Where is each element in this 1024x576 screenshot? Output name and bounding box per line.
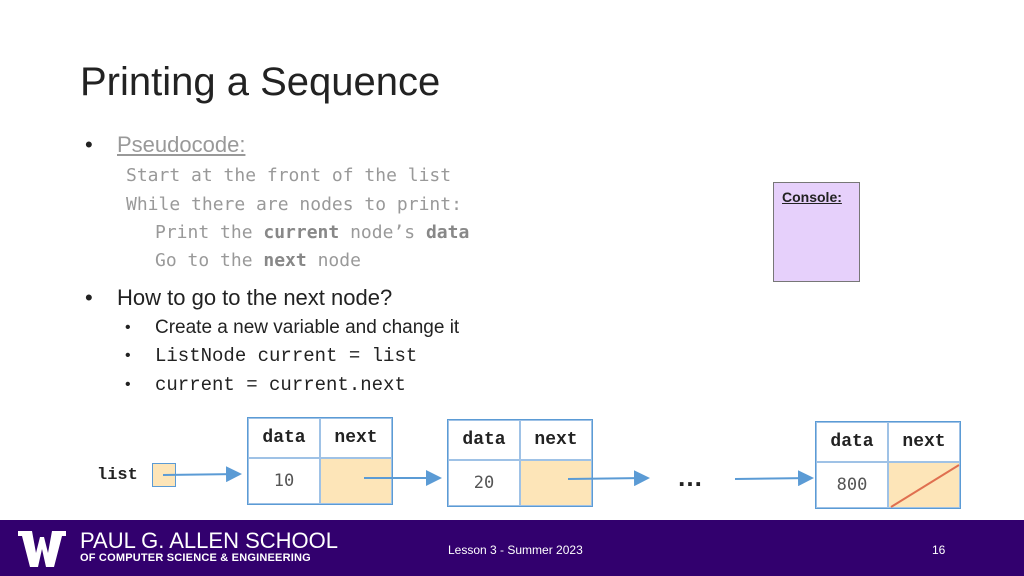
- arrows-layer: [162, 466, 814, 487]
- next-node-question: How to go to the next node?: [117, 285, 393, 310]
- sub-bullet-2: •ListNode current = list: [125, 345, 418, 367]
- code-line-2: While there are nodes to print:: [126, 194, 462, 215]
- bullet-pseudocode: • Pseudocode:: [85, 132, 246, 157]
- node-next-pointer: [320, 458, 392, 504]
- node-data-header: data: [448, 420, 520, 460]
- sub-bullet-3: •current = current.next: [125, 374, 406, 396]
- list-node-last: data next 800: [815, 421, 961, 509]
- pseudocode-label: Pseudocode:: [117, 132, 246, 157]
- arrow-node2-to-more: [567, 470, 650, 487]
- footer-bar: [0, 520, 1024, 576]
- lesson-footer: Lesson 3 - Summer 2023: [448, 543, 583, 557]
- console-label: Console:: [782, 189, 842, 205]
- node-data-header: data: [248, 418, 320, 458]
- null-pointer: [888, 462, 960, 508]
- node-value: 20: [448, 460, 520, 506]
- node-next-header: next: [888, 422, 960, 462]
- arrow-more-to-last: [734, 470, 814, 487]
- console-box: Console:: [773, 182, 860, 282]
- page-number: 16: [932, 543, 946, 557]
- arrow-list-to-node1: [162, 466, 242, 483]
- list-node-2: data next 20: [447, 419, 593, 507]
- sub-bullet-1: •Create a new variable and change it: [125, 317, 460, 338]
- list-variable-label: list: [97, 466, 138, 485]
- node-next-header: next: [520, 420, 592, 460]
- node-value: 10: [248, 458, 320, 504]
- ellipsis: …: [677, 462, 703, 492]
- code-line-3: Print the current node’s data: [155, 222, 470, 243]
- node-value: 800: [816, 462, 888, 508]
- code-line-4: Go to the next node: [155, 250, 361, 271]
- node-next-header: next: [320, 418, 392, 458]
- node-next-pointer: [520, 460, 592, 506]
- slide-title: Printing a Sequence: [80, 60, 441, 104]
- code-line-1: Start at the front of the list: [126, 165, 452, 186]
- school-department: OF COMPUTER SCIENCE & ENGINEERING: [80, 552, 311, 564]
- uw-logo-icon: [18, 531, 66, 567]
- school-name: PAUL G. ALLEN SCHOOL: [80, 528, 338, 553]
- list-node-1: data next 10: [247, 417, 393, 505]
- node-data-header: data: [816, 422, 888, 462]
- null-slash-icon: [890, 464, 960, 508]
- bullet-next-node: • How to go to the next node?: [85, 285, 393, 310]
